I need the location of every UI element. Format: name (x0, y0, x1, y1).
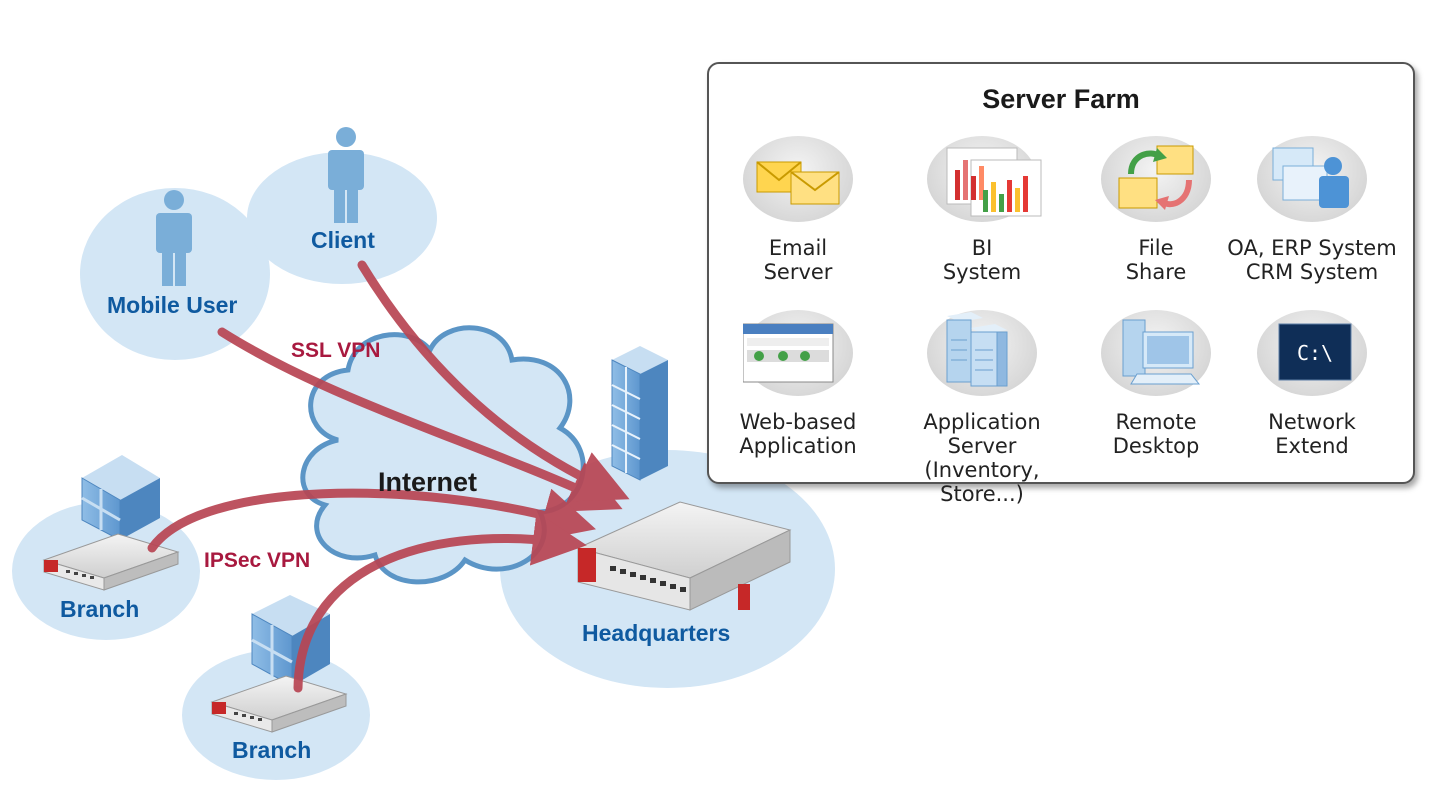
desktop-computer-icon (1122, 319, 1201, 385)
email-icon (756, 161, 840, 205)
bar-chart-icon (946, 147, 1042, 217)
headquarters-label: Headquarters (582, 620, 731, 646)
mobile-user-person-icon (156, 190, 192, 286)
file-share-line2: Share (1125, 260, 1187, 284)
email-server-line1: Email (768, 236, 828, 260)
ssl-vpn-arrow-mobile (217, 327, 623, 512)
web-app-line2: Application (739, 434, 857, 458)
server-rack-icon (946, 312, 1008, 387)
ipsec-vpn-label: IPSec VPN (204, 549, 311, 572)
oa-erp-line1: OA, ERP System (1227, 236, 1397, 260)
branch-1-label: Branch (60, 596, 140, 622)
app-server-line1: Application Server (923, 410, 1041, 458)
server-farm-title: Server Farm (982, 84, 1140, 114)
web-app-line1: Web-based (739, 410, 857, 434)
internet-label: Internet (378, 467, 478, 497)
client-person-icon (328, 127, 364, 223)
ssl-vpn-label: SSL VPN (291, 339, 381, 362)
file-share-icon (1118, 145, 1194, 210)
user-desk-icon (1272, 147, 1349, 208)
branch-2-label: Branch (232, 737, 312, 763)
application-server-item: Application Server(Inventory, Store...) (893, 310, 1071, 506)
cmd-prompt-text: C:\ (1297, 341, 1333, 365)
app-server-line2: (Inventory, Store...) (924, 458, 1040, 506)
remote-desktop-line2: Desktop (1112, 434, 1200, 458)
network-extend-line2: Extend (1275, 434, 1349, 458)
mobile-user-label: Mobile User (107, 292, 238, 318)
headquarters-firewall-icon (576, 501, 792, 611)
ipsec-vpn-arrow-branch-2 (293, 511, 587, 693)
remote-desktop-line1: Remote (1115, 410, 1197, 434)
ipsec-vpn-arrow-branch-1 (147, 488, 597, 553)
headquarters-tower-icon (611, 346, 668, 481)
ssl-vpn-arrow-client (357, 260, 630, 502)
client-label: Client (311, 227, 375, 253)
browser-window-icon (743, 323, 834, 383)
bi-system-line1: BI (971, 236, 993, 260)
email-server-line2: Server (763, 260, 833, 284)
network-extend-line1: Network (1268, 410, 1356, 434)
branch-1-building-icon (81, 455, 160, 541)
bi-system-line2: System (942, 260, 1022, 284)
branch-2-firewall-icon (210, 675, 348, 733)
branch-1-firewall-icon (42, 533, 180, 591)
oa-erp-line2: CRM System (1245, 260, 1379, 284)
file-share-line1: File (1138, 236, 1174, 260)
command-prompt-icon: C:\ (1278, 323, 1352, 381)
